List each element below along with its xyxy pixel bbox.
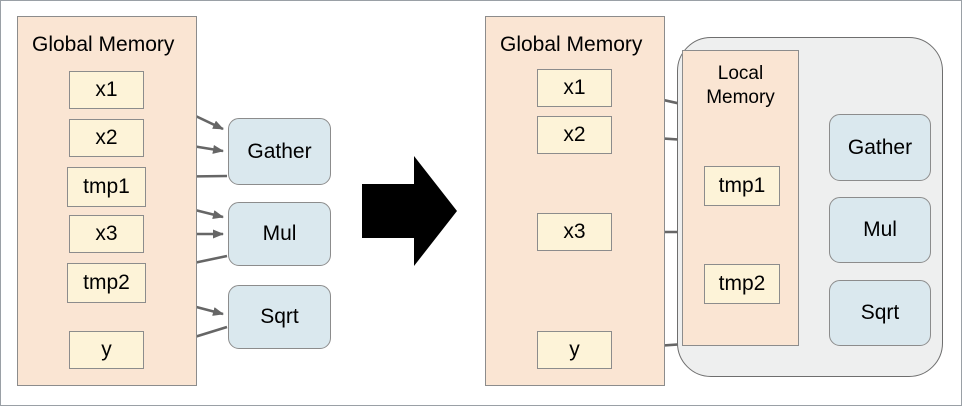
- right-global-memory-panel: [485, 16, 665, 386]
- right-mem-box-y[interactable]: y: [537, 331, 612, 369]
- left-mem-box-y[interactable]: y: [69, 331, 144, 369]
- right-mem-box-x3[interactable]: x3: [537, 213, 612, 251]
- right-mem-box-x2[interactable]: x2: [537, 116, 612, 154]
- right-local-box-tmp1-label: tmp1: [718, 174, 766, 197]
- left-mem-box-tmp1-label: tmp1: [83, 175, 130, 198]
- right-local-box-tmp1[interactable]: tmp1: [704, 166, 780, 206]
- left-op-gather[interactable]: Gather: [228, 118, 331, 185]
- left-mem-box-tmp1[interactable]: tmp1: [67, 167, 146, 207]
- left-mem-box-y-label: y: [101, 338, 112, 361]
- right-mem-box-x1-label: x1: [563, 76, 586, 99]
- right-local-box-tmp2[interactable]: tmp2: [704, 264, 780, 304]
- right-global-memory-label: Global Memory: [500, 33, 643, 56]
- right-mem-box-x3-label: x3: [563, 220, 586, 243]
- right-op-gather-label: Gather: [847, 135, 913, 159]
- right-op-mul-label: Mul: [863, 218, 897, 241]
- left-mem-box-tmp2-label: tmp2: [83, 271, 130, 294]
- right-op-sqrt[interactable]: Sqrt: [829, 280, 931, 346]
- right-op-mul[interactable]: Mul: [829, 197, 931, 263]
- left-mem-box-x3-label: x3: [95, 222, 118, 245]
- left-mem-box-x2-label: x2: [95, 126, 118, 149]
- right-mem-box-x2-label: x2: [563, 123, 586, 146]
- right-op-sqrt-label: Sqrt: [860, 301, 900, 324]
- right-arrow-icon: [362, 156, 457, 266]
- left-global-memory-label: Global Memory: [32, 33, 175, 56]
- left-op-mul[interactable]: Mul: [228, 202, 331, 266]
- right-mem-box-y-label: y: [569, 338, 580, 361]
- left-mem-box-x1-label: x1: [95, 78, 118, 101]
- right-mem-box-x1[interactable]: x1: [537, 69, 612, 107]
- left-op-sqrt[interactable]: Sqrt: [228, 285, 331, 349]
- right-local-memory-label: Local Memory: [706, 63, 775, 108]
- left-mem-box-x1[interactable]: x1: [69, 71, 144, 109]
- left-op-sqrt-label: Sqrt: [260, 305, 299, 328]
- left-mem-box-x3[interactable]: x3: [69, 215, 144, 253]
- left-mem-box-tmp2[interactable]: tmp2: [67, 263, 146, 303]
- left-op-mul-label: Mul: [262, 222, 297, 245]
- left-mem-box-x2[interactable]: x2: [69, 119, 144, 157]
- left-op-gather-label: Gather: [247, 139, 312, 163]
- right-local-box-tmp2-label: tmp2: [718, 272, 766, 295]
- right-op-gather[interactable]: Gather: [829, 114, 931, 181]
